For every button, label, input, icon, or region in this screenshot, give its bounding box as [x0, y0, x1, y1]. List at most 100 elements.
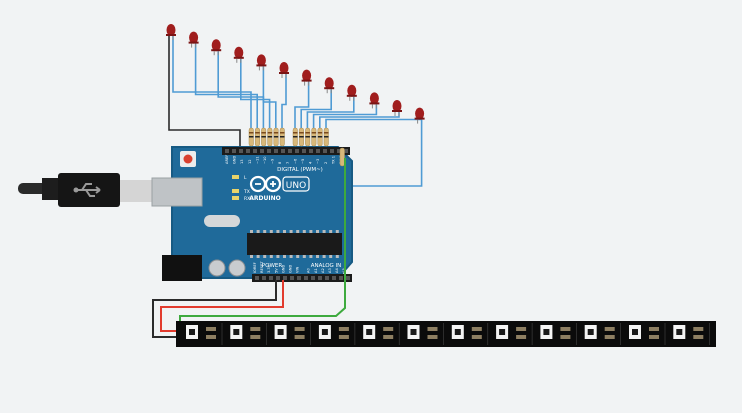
header-hole[interactable]: [309, 149, 313, 153]
resistor-band: [255, 132, 260, 134]
red-led[interactable]: [392, 100, 402, 112]
red-led[interactable]: [211, 39, 221, 52]
wire-5v[interactable]: [160, 280, 284, 332]
header-hole[interactable]: [304, 276, 308, 280]
strip-pad: [250, 335, 261, 339]
strip-pad: [516, 335, 527, 339]
strip-pad: [649, 335, 659, 339]
bottom-pin-label: A4: [335, 268, 339, 273]
header-hole[interactable]: [330, 149, 334, 153]
resistor-band: [249, 136, 254, 138]
led-signal-wire[interactable]: [325, 118, 423, 129]
bottom-pin-label: RESET: [260, 261, 264, 273]
usb-cable[interactable]: [18, 173, 154, 207]
resistor-band: [317, 136, 323, 138]
bottom-pin-label: GND: [281, 265, 285, 273]
header-hole[interactable]: [337, 149, 341, 153]
header-hole[interactable]: [225, 149, 229, 153]
red-led[interactable]: [369, 92, 379, 105]
wire-gnd[interactable]: [152, 280, 277, 338]
resistor-band: [261, 136, 266, 138]
leds: [166, 24, 425, 120]
led-signal-wire[interactable]: [300, 89, 332, 128]
led-signal-wire[interactable]: [194, 43, 258, 128]
header-hole[interactable]: [274, 149, 278, 153]
red-led[interactable]: [324, 77, 334, 90]
header-hole[interactable]: [269, 276, 273, 280]
usb-cable-end: [18, 183, 48, 194]
header-hole[interactable]: [262, 276, 266, 280]
header-hole[interactable]: [288, 149, 292, 153]
resistor-band: [299, 136, 304, 138]
usb-b-connector: [151, 177, 203, 207]
usb-icon: [73, 183, 101, 197]
l-led: [232, 175, 239, 179]
red-led[interactable]: [189, 31, 199, 44]
power-analog-header[interactable]: [252, 274, 352, 282]
resistor[interactable]: [339, 147, 345, 167]
header-hole[interactable]: [344, 149, 348, 153]
red-led[interactable]: [302, 69, 312, 82]
reset-button-cap[interactable]: [183, 154, 193, 164]
led-signal-wire[interactable]: [240, 58, 271, 128]
chip-pin: [335, 255, 339, 258]
led-signal-wire[interactable]: [262, 66, 277, 128]
header-hole[interactable]: [255, 276, 259, 280]
led-strip[interactable]: [176, 321, 716, 347]
digital-header-label: DIGITAL (PWM~): [277, 167, 323, 173]
led-signal-wire[interactable]: [312, 104, 378, 128]
led-signal-wire[interactable]: [281, 74, 287, 128]
header-hole[interactable]: [325, 276, 329, 280]
header-hole[interactable]: [339, 276, 343, 280]
digital-pin-label: 12: [248, 159, 252, 164]
strip-pad: [294, 335, 305, 339]
header-hole[interactable]: [302, 149, 306, 153]
led-signal-wire[interactable]: [306, 96, 355, 128]
strip-pixel-chip: [543, 329, 550, 335]
header-hole[interactable]: [260, 149, 264, 153]
header-hole[interactable]: [253, 149, 257, 153]
strip-pad: [693, 327, 704, 331]
header-hole[interactable]: [276, 276, 280, 280]
header-hole[interactable]: [316, 149, 320, 153]
strip-pad: [338, 327, 349, 331]
header-hole[interactable]: [311, 276, 315, 280]
red-led[interactable]: [415, 107, 425, 120]
led-return-wire[interactable]: [352, 119, 423, 187]
chip-pin: [283, 230, 286, 233]
resistor-band: [324, 136, 329, 138]
header-hole[interactable]: [283, 276, 287, 280]
digital-header[interactable]: [222, 147, 350, 155]
red-led[interactable]: [347, 84, 357, 97]
header-hole[interactable]: [318, 276, 322, 280]
red-led[interactable]: [166, 24, 176, 36]
header-hole[interactable]: [246, 149, 250, 153]
header-hole[interactable]: [332, 276, 336, 280]
led-signal-wire[interactable]: [294, 81, 310, 128]
wire-data[interactable]: [179, 158, 346, 326]
digital-pin-label: ~9: [271, 158, 275, 164]
chip-pin: [316, 255, 319, 258]
header-hole[interactable]: [281, 149, 285, 153]
red-led[interactable]: [279, 62, 289, 74]
header-hole[interactable]: [239, 149, 243, 153]
rx-led-label: RX: [244, 196, 250, 202]
resistors: [248, 127, 345, 167]
header-hole[interactable]: [267, 149, 271, 153]
header-hole[interactable]: [295, 149, 299, 153]
chip-pin: [316, 230, 319, 233]
red-led[interactable]: [256, 54, 266, 67]
header-hole[interactable]: [297, 276, 301, 280]
header-hole[interactable]: [232, 149, 236, 153]
red-led[interactable]: [234, 46, 244, 59]
header-hole[interactable]: [290, 276, 294, 280]
header-hole[interactable]: [323, 149, 327, 153]
strip-pixel-chip: [189, 329, 195, 335]
led-ground-wire[interactable]: [168, 36, 241, 147]
resistor-band: [311, 132, 317, 134]
header-hole[interactable]: [346, 276, 350, 280]
led-signal-wire[interactable]: [172, 36, 252, 128]
